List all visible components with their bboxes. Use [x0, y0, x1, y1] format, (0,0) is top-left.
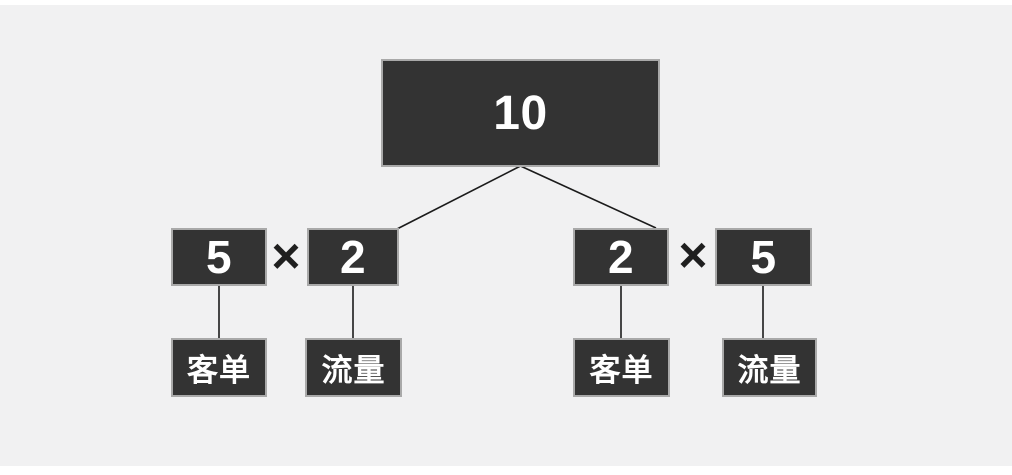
label-left-traffic: 流量 [305, 338, 402, 397]
multiply-sign-right: × [678, 227, 708, 283]
node-right-factor-2: 5 [715, 228, 812, 286]
node-total: 10 [381, 59, 660, 167]
label-right-traffic: 流量 [722, 338, 817, 397]
node-right-factor-1: 2 [573, 228, 669, 286]
multiply-sign-left: × [271, 228, 301, 284]
label-left-customer-order: 客单 [171, 338, 267, 397]
node-left-factor-2: 2 [307, 228, 399, 286]
node-left-factor-1: 5 [171, 228, 267, 286]
connector-root-to-right-branch [520, 165, 657, 229]
connector-root-to-left-branch [396, 165, 521, 230]
label-right-customer-order: 客单 [573, 338, 670, 397]
